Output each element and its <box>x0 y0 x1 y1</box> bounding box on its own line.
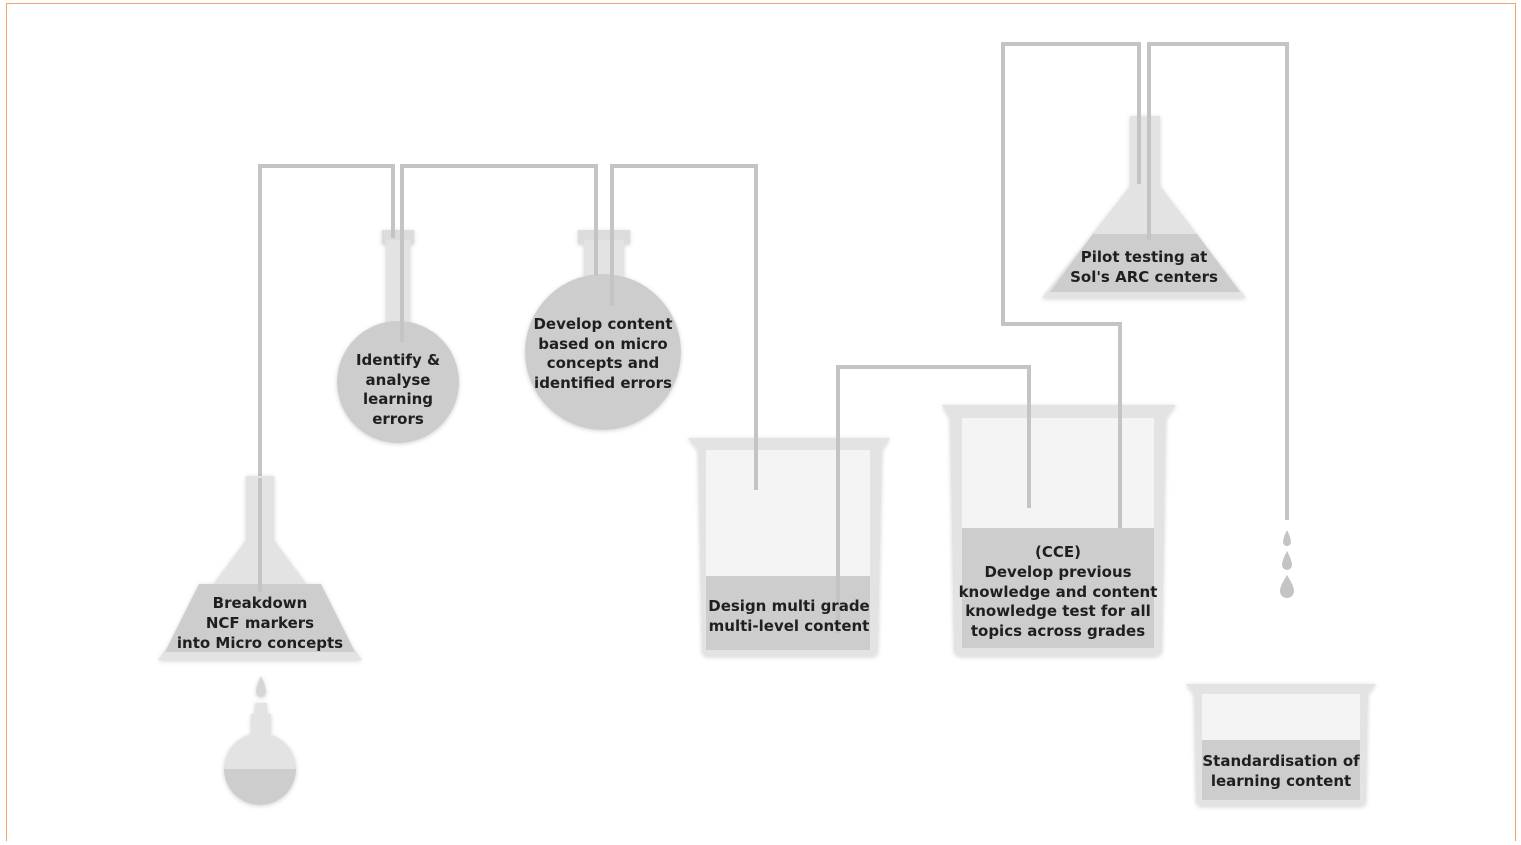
drops-right <box>1280 530 1294 598</box>
step-design-line-1: Design multi grade <box>708 597 869 615</box>
step-cce-line-3: knowledge and content <box>959 583 1158 601</box>
step-cce-line-2: Develop previous <box>984 563 1131 581</box>
step-standardisation-line-1: Standardisation of <box>1202 752 1360 770</box>
step-identify-line-1: Identify & <box>356 351 440 369</box>
flask-develop-content <box>525 230 681 430</box>
step-identify-line-2: analyse <box>366 371 431 389</box>
step-pilot-line-1: Pilot testing at <box>1081 248 1208 266</box>
step-design-line-2: multi-level content <box>709 617 870 635</box>
step-standardisation-line-2: learning content <box>1211 772 1351 790</box>
drop-1 <box>1283 530 1291 546</box>
label-standardisation: Standardisation of learning content <box>1202 752 1360 790</box>
step-pilot-line-2: Sol's ARC centers <box>1070 268 1218 286</box>
flask-neck <box>255 703 267 715</box>
label-design: Design multi grade multi-level content <box>708 597 869 635</box>
step-cce-line-4: knowledge test for all <box>965 602 1151 620</box>
step-develop-line-3: concepts and <box>547 354 660 372</box>
step-breakdown-line-2: NCF markers <box>206 614 314 632</box>
label-pilot: Pilot testing at Sol's ARC centers <box>1070 248 1218 286</box>
burner-flask <box>224 676 296 805</box>
step-identify-line-3: learning <box>363 390 433 408</box>
step-cce-line-1: (CCE) <box>1035 543 1081 561</box>
step-develop-line-1: Develop content <box>533 315 672 333</box>
diagram-border <box>6 3 1516 841</box>
flask-identify <box>337 230 459 443</box>
flame-icon <box>256 676 266 697</box>
step-cce-line-5: topics across grades <box>971 622 1145 640</box>
flask-pilot <box>1042 116 1246 298</box>
beaker-standardisation <box>1186 684 1376 806</box>
step-breakdown-line-1: Breakdown <box>213 594 308 612</box>
label-identify: Identify & analyse learning errors <box>356 351 440 428</box>
step-identify-line-4: errors <box>372 410 424 428</box>
step-develop-line-4: identified errors <box>534 374 672 392</box>
drop-3 <box>1280 575 1294 598</box>
label-develop-content: Develop content based on micro concepts … <box>533 315 672 392</box>
drop-2 <box>1282 551 1292 570</box>
step-breakdown-line-3: into Micro concepts <box>177 634 343 652</box>
step-develop-line-2: based on micro <box>538 335 668 353</box>
label-breakdown: Breakdown NCF markers into Micro concept… <box>177 594 343 652</box>
label-cce: (CCE) Develop previous knowledge and con… <box>959 543 1158 640</box>
